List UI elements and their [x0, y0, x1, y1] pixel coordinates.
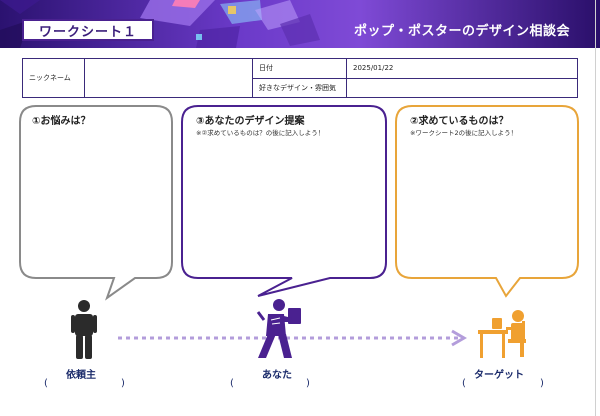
- info-row: 好きなデザイン・雰囲気: [23, 77, 578, 98]
- target-paren-open: (: [462, 378, 466, 389]
- client-paren-open: (: [44, 378, 48, 389]
- worry-bubble[interactable]: [19, 105, 173, 301]
- header-banner: ワークシート１ ポップ・ポスターのデザイン相談会: [0, 0, 600, 48]
- client-label: 依頼主: [66, 370, 96, 381]
- page-title: ポップ・ポスターのデザイン相談会: [353, 24, 570, 39]
- worry-title: ①お悩みは？: [32, 116, 91, 127]
- preference-field[interactable]: [346, 77, 578, 98]
- proposal-title: ③あなたのデザイン提案: [196, 116, 305, 127]
- you-label: あなた: [262, 370, 292, 381]
- target-paren-close: ): [540, 378, 544, 389]
- info-table: ニックネーム 日付 2025/01/22 好きなデザイン・雰囲気: [22, 58, 578, 98]
- worksheet-label: ワークシート１: [22, 19, 154, 41]
- proposal-note: ※②求めているものは？の後に記入しよう！: [196, 129, 325, 137]
- client-paren-close: ): [121, 378, 125, 389]
- you-paren-open: (: [230, 378, 234, 389]
- info-row: ニックネーム 日付 2025/01/22: [22, 58, 578, 98]
- nickname-field[interactable]: [84, 58, 253, 98]
- flow-arrow-head: [451, 329, 467, 347]
- person-standing-icon: [71, 300, 97, 359]
- preference-label: 好きなデザイン・雰囲気: [252, 77, 347, 98]
- box-stripes-icon: [270, 317, 281, 325]
- proposal-bubble[interactable]: [181, 105, 387, 297]
- page-edge: [595, 0, 596, 416]
- needs-title: ②求めているものは？: [410, 116, 509, 127]
- person-carrying-box-icon: [256, 299, 301, 358]
- person-seated-desk-icon: [478, 310, 526, 358]
- target-label: ターゲット: [474, 370, 524, 381]
- needs-bubble[interactable]: [395, 105, 579, 298]
- needs-note: ※ワークシート2の後に記入しよう！: [410, 129, 518, 137]
- you-paren-close: ): [306, 378, 310, 389]
